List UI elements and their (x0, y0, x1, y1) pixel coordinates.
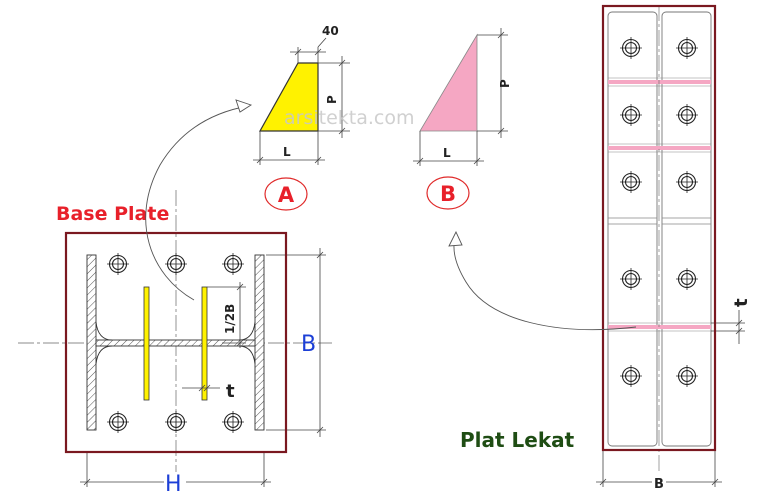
bolt-icon (675, 364, 699, 388)
bolt-icon (164, 410, 188, 434)
curved-arrow-icon (453, 237, 637, 331)
bolt-icon (619, 267, 643, 291)
base-plate-drawing: 1/2B t B H (18, 190, 332, 497)
base-plate-title: Base Plate (56, 203, 169, 225)
dim-l-a-label: L (283, 145, 291, 159)
dim-b-lekat-label: B (654, 477, 664, 492)
bolt-icon (675, 36, 699, 60)
dim-l-b-label: L (443, 146, 451, 160)
plat-lekat-title: Plat Lekat (460, 428, 575, 452)
curved-arrow-icon (448, 230, 463, 247)
curved-arrow-icon (235, 99, 253, 113)
bolt-icon (221, 252, 245, 276)
dim-p-a-label: P (325, 95, 339, 104)
dim-p-b-label: P (498, 79, 512, 88)
dim-b-base-label: B (301, 332, 316, 357)
bolt-icon (675, 267, 699, 291)
bolt-icon (619, 36, 643, 60)
bolt-icon (619, 103, 643, 127)
bolt-icon (619, 364, 643, 388)
bolt-icon (106, 410, 130, 434)
bolt-icon (164, 252, 188, 276)
watermark-text: arsitekta.com (284, 107, 415, 129)
gusset-a-marker: A (278, 183, 295, 207)
dim-t-base-label: t (226, 381, 235, 402)
dim-40-label: 40 (322, 24, 339, 38)
gusset-a: 40 P L A (253, 24, 350, 211)
bolt-icon (619, 170, 643, 194)
curved-arrow-icon (145, 105, 249, 301)
gusset-b: P L B (413, 28, 512, 210)
dim-h-label: H (165, 472, 182, 497)
bolt-icon (675, 103, 699, 127)
bolt-icon (106, 252, 130, 276)
bolt-icon (675, 170, 699, 194)
gusset-b-marker: B (440, 182, 456, 206)
dim-half-b-label: 1/2B (223, 304, 237, 334)
dim-t-lekat-label: t (731, 298, 752, 307)
plat-lekat-drawing: t B (596, 4, 752, 492)
bolt-icon (221, 410, 245, 434)
